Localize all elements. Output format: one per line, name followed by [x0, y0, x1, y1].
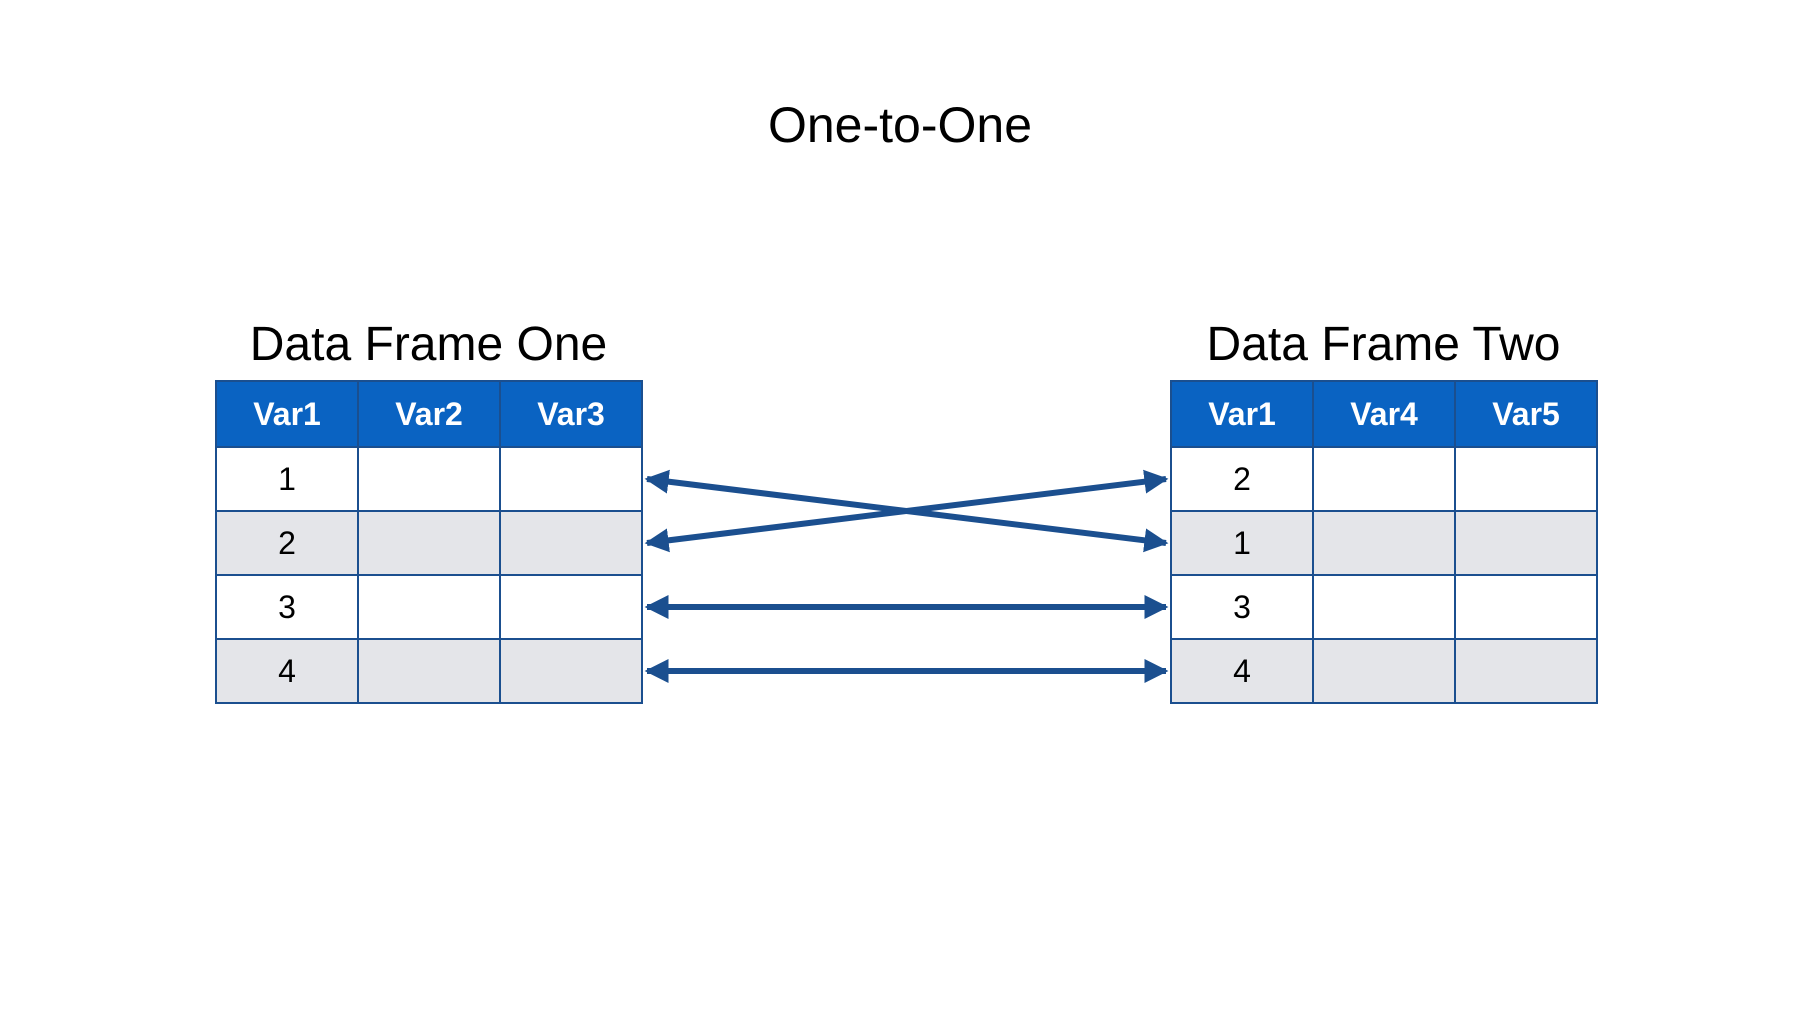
table-cell: [499, 510, 643, 576]
frame-one-title: Data Frame One: [249, 318, 608, 371]
table-cell: [1312, 446, 1456, 512]
table-row: 3: [1170, 574, 1598, 640]
header-row: Var1 Var2 Var3: [215, 380, 643, 448]
table-cell: 2: [215, 510, 359, 576]
table-cell: [1454, 638, 1598, 704]
header-row: Var1 Var4 Var5: [1170, 380, 1598, 448]
table-cell: [1454, 510, 1598, 576]
table-cell: 1: [215, 446, 359, 512]
table-row: 2: [1170, 446, 1598, 512]
table-row: 3: [215, 574, 643, 640]
table-cell: [1454, 446, 1598, 512]
table-cell: [1312, 574, 1456, 640]
table-cell: 3: [215, 574, 359, 640]
header-cell-var5: Var5: [1454, 380, 1598, 448]
table-cell: 2: [1170, 446, 1314, 512]
table-cell: 1: [1170, 510, 1314, 576]
header-cell-var3: Var3: [499, 380, 643, 448]
header-cell-var2: Var2: [357, 380, 501, 448]
table-cell: [357, 638, 501, 704]
data-frame-one-table: Var1 Var2 Var3 1 2 3 4: [215, 380, 643, 704]
link-arrow-2: [644, 469, 1169, 553]
table-cell: [499, 638, 643, 704]
table-cell: [1312, 510, 1456, 576]
table-cell: [1454, 574, 1598, 640]
table-row: 1: [215, 446, 643, 512]
table-cell: [357, 574, 501, 640]
table-cell: [1312, 638, 1456, 704]
table-row: 4: [215, 638, 643, 704]
data-frame-two-table: Var1 Var4 Var5 2 1 3 4: [1170, 380, 1598, 704]
table-row: 2: [215, 510, 643, 576]
table-row: 1: [1170, 510, 1598, 576]
table-cell: [357, 446, 501, 512]
table-cell: [499, 574, 643, 640]
table-cell: 4: [1170, 638, 1314, 704]
frame-two-title: Data Frame Two: [1206, 318, 1561, 371]
table-cell: 4: [215, 638, 359, 704]
diagram-title: One-to-One: [767, 97, 1032, 153]
header-cell-var1: Var1: [1170, 380, 1314, 448]
table-cell: [499, 446, 643, 512]
table-cell: 3: [1170, 574, 1314, 640]
table-row: 4: [1170, 638, 1598, 704]
table-cell: [357, 510, 501, 576]
header-cell-var1: Var1: [215, 380, 359, 448]
link-arrow-1: [644, 469, 1169, 553]
header-cell-var4: Var4: [1312, 380, 1456, 448]
